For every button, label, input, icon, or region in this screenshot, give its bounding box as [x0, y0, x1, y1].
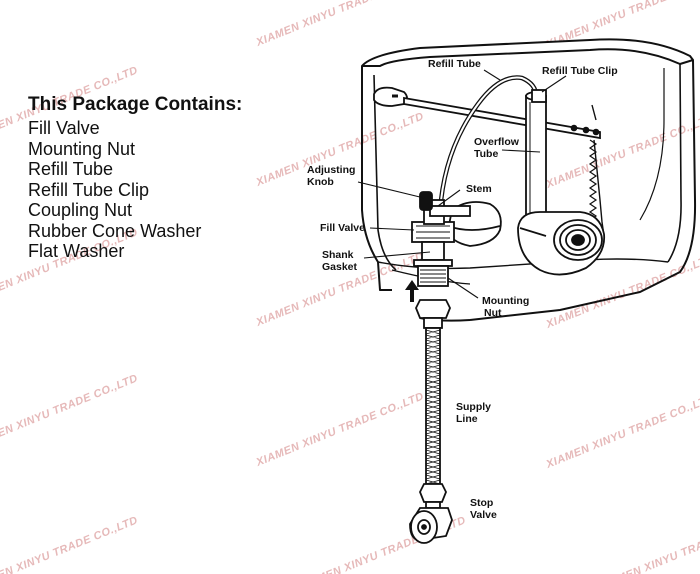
- watermark: XIAMEN XINYU TRADE CO.,LTD: [0, 372, 140, 451]
- flush-lever: [373, 86, 601, 140]
- flapper-valve: [517, 211, 606, 276]
- package-item: Refill Tube: [28, 159, 114, 179]
- watermark: XIAMEN XINYU TRADE CO.,LTD: [544, 112, 700, 191]
- label-fill-valve: Fill Valve: [320, 222, 365, 234]
- leader-lines: [357, 69, 567, 299]
- label-stop-valve-line2: Valve: [470, 509, 497, 521]
- fill-valve: [411, 191, 502, 287]
- package-item: Coupling Nut: [28, 200, 133, 220]
- package-contents: This Package Contains: Fill Valve Mounti…: [28, 94, 308, 262]
- label-shank-gasket-line2: Gasket: [322, 261, 358, 273]
- stop-valve: [409, 507, 453, 544]
- watermark: XIAMEN XINYU TRADE CO.,LTD: [254, 390, 426, 469]
- label-refill-tube-clip: Refill Tube Clip: [542, 65, 618, 77]
- callout-labels: Refill Tube Refill Tube Clip Overflow Tu…: [307, 58, 618, 521]
- label-adjusting-knob-line2: Knob: [307, 176, 334, 188]
- toilet-tank: [361, 38, 697, 322]
- package-item: Rubber Cone Washer: [28, 220, 202, 241]
- label-stop-valve-line1: Stop: [470, 497, 493, 509]
- label-adjusting-knob-line1: Adjusting: [307, 164, 355, 176]
- package-item: Refill Tube Clip: [28, 179, 150, 200]
- label-shank-gasket-line1: Shank: [322, 249, 354, 261]
- flapper-chain: [588, 104, 605, 237]
- package-item-list: Fill Valve Mounting Nut Refill Tube Refi…: [28, 118, 308, 262]
- watermark: XIAMEN XINYU TRADE CO.,LTD: [596, 514, 700, 574]
- label-stem: Stem: [466, 183, 492, 195]
- package-item: Flat Washer: [28, 241, 125, 261]
- label-overflow-tube-line2: Tube: [474, 148, 498, 160]
- package-title: This Package Contains:: [28, 94, 243, 115]
- label-supply-line-line1: Supply: [456, 401, 491, 413]
- watermark: XIAMEN XINYU TRADE CO.,LTD: [544, 392, 700, 471]
- refill-tube-clip: [531, 89, 547, 103]
- label-supply-line-line2: Line: [456, 413, 478, 425]
- supply-line: [415, 299, 451, 509]
- package-item: Fill Valve: [28, 118, 100, 138]
- watermark: XIAMEN XINYU TRADE CO.,LTD: [0, 514, 140, 574]
- label-mounting-nut-line1: Mounting: [482, 295, 529, 307]
- label-refill-tube: Refill Tube: [428, 58, 481, 70]
- package-item: Mounting Nut: [28, 138, 136, 159]
- watermark: XIAMEN XINYU TRADE CO.,LTD: [254, 0, 426, 49]
- up-arrow-icon: [405, 280, 419, 302]
- label-mounting-nut-line2: Nut: [484, 307, 502, 319]
- label-overflow-tube-line1: Overflow: [474, 136, 520, 148]
- overflow-tube: [525, 91, 547, 229]
